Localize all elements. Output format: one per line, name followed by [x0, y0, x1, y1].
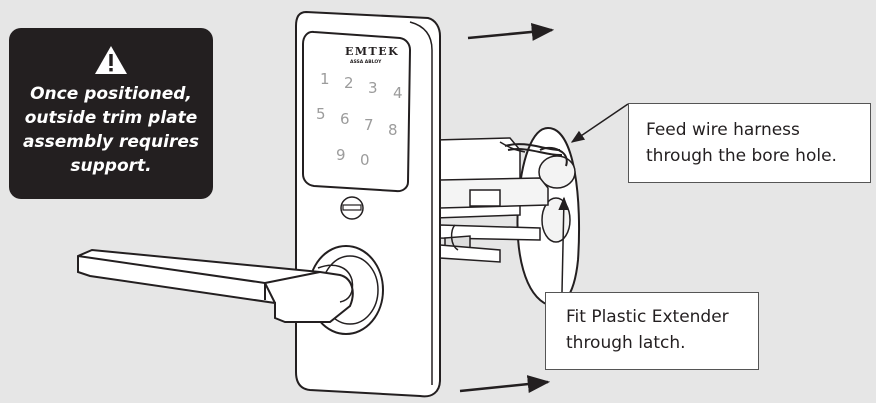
keypad-digit: 9 [336, 146, 346, 164]
warning-text: Once positioned, outside trim plate asse… [23, 84, 199, 176]
motion-arrow-top [467, 22, 555, 41]
wire-harness-callout: Feed wire harness through the bore hole. [628, 103, 871, 183]
motion-arrow-bottom [459, 375, 551, 394]
brand-sub-logo: ASSA ABLOY [350, 59, 382, 65]
keypad-digit: 6 [340, 110, 350, 128]
warning-triangle-icon [95, 46, 127, 74]
keypad-digit: 4 [393, 84, 403, 102]
keypad: 1 2 3 4 5 6 7 8 9 0 [316, 70, 403, 169]
keypad-digit: 2 [344, 74, 354, 92]
extender-leader [558, 196, 570, 293]
outside-trim-plate [295, 10, 441, 398]
lever-handle [77, 248, 354, 323]
keypad-digit: 0 [360, 151, 370, 169]
keypad-digit: 1 [320, 70, 330, 88]
keypad-digit: 3 [368, 79, 378, 97]
warning-callout: Once positioned, outside trim plate asse… [9, 28, 213, 199]
brand-logo: EMTEK [345, 45, 399, 58]
keypad-digit: 5 [316, 105, 326, 123]
wire-harness-leader [570, 103, 629, 143]
plastic-extender-callout: Fit Plastic Extender through latch. [545, 292, 759, 370]
keypad-digit: 8 [388, 121, 398, 139]
keypad-digit: 7 [364, 116, 374, 134]
